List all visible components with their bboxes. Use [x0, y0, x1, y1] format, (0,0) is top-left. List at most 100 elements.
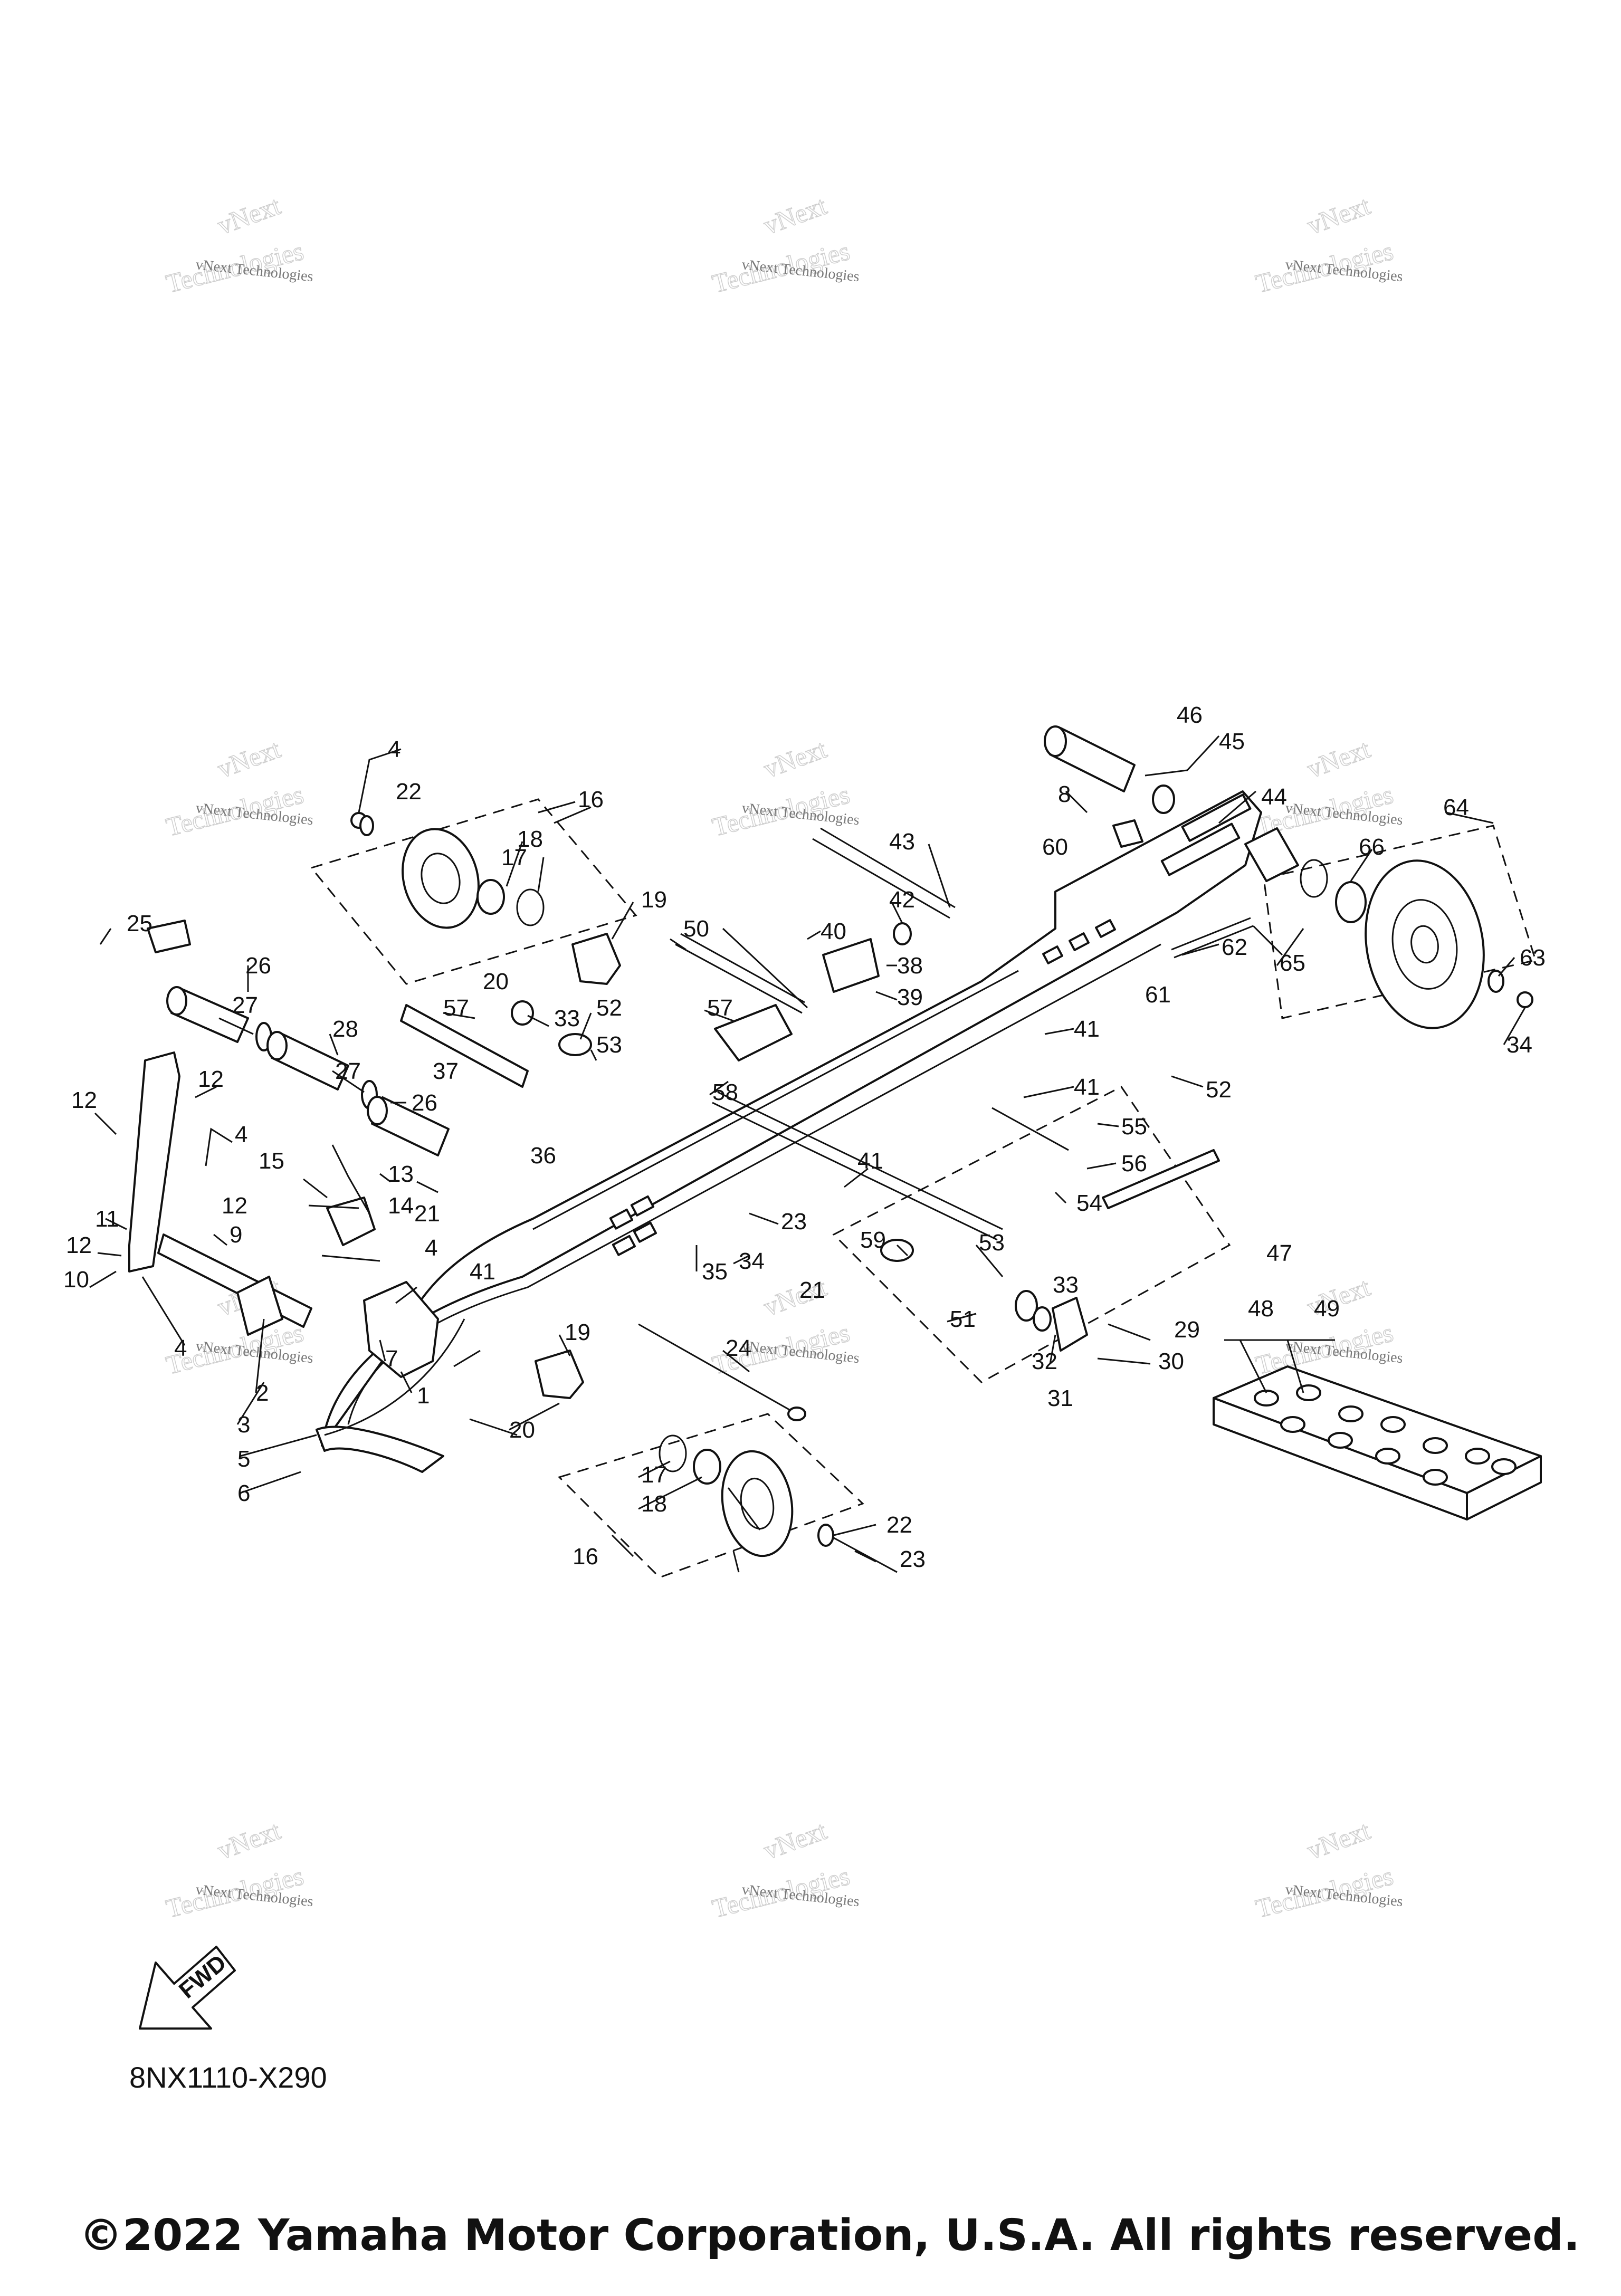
callout: 36 — [530, 1143, 556, 1169]
callout: 3 — [237, 1412, 250, 1438]
callout: 12 — [222, 1193, 247, 1219]
rail-slot — [630, 1195, 655, 1217]
watermark: vNext Technologies vNext Technologies — [709, 1271, 860, 1380]
callout: 26 — [245, 953, 271, 979]
callout: 41 — [1074, 1074, 1100, 1100]
svg-text:vNext: vNext — [1303, 190, 1374, 240]
clip-60 — [1112, 819, 1143, 848]
front-curve-arc — [324, 1318, 465, 1436]
group-box-52 — [832, 1086, 1231, 1383]
callout: 49 — [1314, 1296, 1340, 1322]
watermark: vNext Technologies vNext Technologies — [1252, 1815, 1404, 1924]
block-2 — [236, 1276, 283, 1336]
slider-strip-54 — [1102, 1149, 1220, 1209]
slide-rail — [321, 790, 1262, 1447]
callout: 39 — [897, 984, 923, 1010]
callout: 6 — [237, 1480, 250, 1506]
watermark: vNext Technologies vNext Technologies — [163, 1815, 314, 1924]
callout: 29 — [1174, 1317, 1200, 1343]
washer-33-upper — [511, 1000, 534, 1026]
leader-lines — [89, 735, 1526, 1573]
callout: 34 — [739, 1248, 765, 1274]
callout: 9 — [230, 1222, 242, 1248]
bolt-23-lower — [833, 1537, 898, 1573]
watermark: vNext Technologies vNext Technologies — [709, 190, 860, 299]
group-outlines — [310, 798, 1537, 1578]
callout: 31 — [1047, 1385, 1073, 1411]
callout: 1 — [417, 1383, 430, 1409]
bracket-58 — [714, 1004, 793, 1061]
wheel-rear — [1244, 827, 1533, 1029]
group-box-64 — [1263, 825, 1537, 1019]
watermark: vNext Technologies vNext Technologies — [163, 190, 314, 299]
callout: 5 — [237, 1446, 250, 1472]
wheel-lower — [659, 1434, 898, 1573]
callout: 13 — [388, 1161, 414, 1187]
rail-slot — [1042, 945, 1063, 964]
watermark: vNext Technologies vNext Technologies — [1252, 1271, 1404, 1380]
front-curve-rail — [316, 1426, 444, 1473]
shaft-50 — [675, 943, 803, 1014]
callout: 22 — [886, 1512, 912, 1538]
bolt-34-rear — [1517, 991, 1533, 1008]
callout: 28 — [332, 1016, 358, 1042]
callout: 27 — [335, 1058, 361, 1084]
callout: 53 — [596, 1032, 622, 1058]
callout: 26 — [412, 1090, 437, 1116]
shaft-50-edge — [680, 933, 805, 1003]
watermark: vNext Technologies vNext Technologies — [1252, 190, 1404, 299]
callout: 12 — [198, 1066, 224, 1092]
long-shaft-edge — [717, 1091, 1003, 1230]
callout: 4 — [235, 1122, 247, 1147]
callout: 41 — [857, 1148, 883, 1174]
callout: 40 — [821, 919, 846, 944]
bearing-18-lower — [693, 1449, 721, 1485]
bearing-65 — [1335, 881, 1367, 923]
callout: 53 — [979, 1230, 1005, 1256]
block-38 — [822, 938, 880, 993]
callout: 46 — [1177, 702, 1203, 728]
callout: 20 — [483, 969, 509, 994]
spacer-32 — [1033, 1306, 1052, 1332]
callout: 48 — [1248, 1296, 1274, 1322]
spacer-26-end — [166, 986, 187, 1016]
track-leader-48 — [1239, 1340, 1267, 1393]
callout: 25 — [127, 911, 152, 936]
collar-42 — [893, 922, 912, 945]
bearing-18-upper — [476, 879, 505, 915]
svg-text:vNext: vNext — [1303, 1815, 1374, 1865]
callout: 54 — [1076, 1190, 1102, 1216]
callout: 16 — [578, 787, 604, 812]
callout: 30 — [1158, 1348, 1184, 1374]
callout: 61 — [1145, 982, 1171, 1008]
callout: 59 — [860, 1227, 886, 1253]
svg-text:vNext: vNext — [214, 734, 284, 783]
callout: 10 — [63, 1267, 89, 1293]
bolt-61 — [1171, 917, 1251, 951]
callout: 23 — [900, 1546, 926, 1572]
emblem-25 — [147, 920, 191, 953]
callout: 62 — [1222, 934, 1247, 960]
callout: 32 — [1032, 1348, 1057, 1374]
bolt-61-edge — [1174, 925, 1254, 959]
hub-44 — [1244, 827, 1299, 882]
callout: 24 — [726, 1335, 751, 1361]
circlip-17-lower — [659, 1434, 687, 1472]
callout: 65 — [1280, 950, 1305, 976]
callout: 18 — [517, 826, 543, 852]
callout: 41 — [470, 1259, 495, 1285]
watermark-group: vNext Technologies vNext Technologies vN… — [163, 190, 1404, 1924]
svg-text:vNext: vNext — [214, 1815, 284, 1865]
callout: 15 — [259, 1148, 284, 1174]
callout: 37 — [433, 1058, 459, 1084]
callout: 45 — [1219, 729, 1245, 754]
shaft-43-edge — [820, 827, 956, 908]
spacers — [166, 986, 450, 1156]
bolt-24-head — [787, 1407, 806, 1421]
svg-text:vNext: vNext — [214, 190, 284, 240]
circlip-17-upper — [516, 888, 545, 926]
callout: 18 — [641, 1491, 667, 1517]
cap-53-lower — [880, 1239, 914, 1262]
fwd-arrow-icon: FWD — [139, 1946, 236, 2030]
callout: 60 — [1042, 834, 1068, 860]
